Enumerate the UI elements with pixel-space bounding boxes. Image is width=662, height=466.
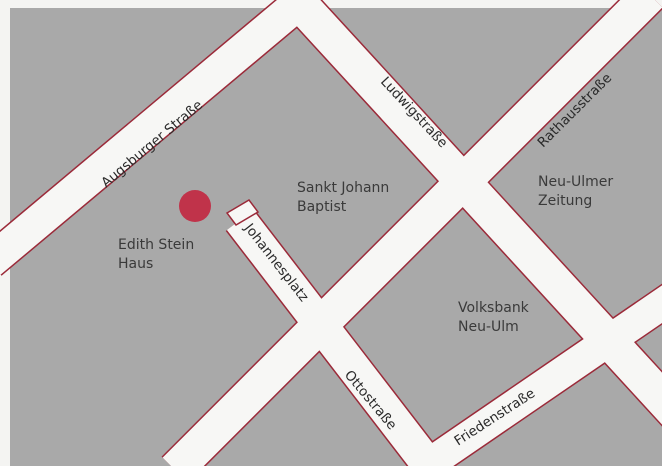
place-label-sankt-2: Baptist <box>297 199 347 215</box>
ludwigstrasse <box>279 0 662 425</box>
place-label-volksbank-2: Neu-Ulm <box>458 319 519 335</box>
place-label-nuz-2: Zeitung <box>538 193 592 209</box>
location-marker[interactable] <box>179 190 211 222</box>
augsburger-strasse <box>0 0 316 275</box>
place-label-volksbank-1: Volksbank <box>458 300 530 316</box>
place-label-edith-1: Edith Stein <box>118 237 194 253</box>
friedenstrasse <box>411 285 662 466</box>
johannesplatz-cap <box>225 199 260 226</box>
place-label-nuz-1: Neu-Ulmer <box>538 174 613 190</box>
johannesplatz <box>226 209 451 466</box>
place-label-edith-2: Haus <box>118 256 153 272</box>
rathausstrasse <box>162 0 662 466</box>
place-label-sankt-1: Sankt Johann <box>297 180 389 196</box>
